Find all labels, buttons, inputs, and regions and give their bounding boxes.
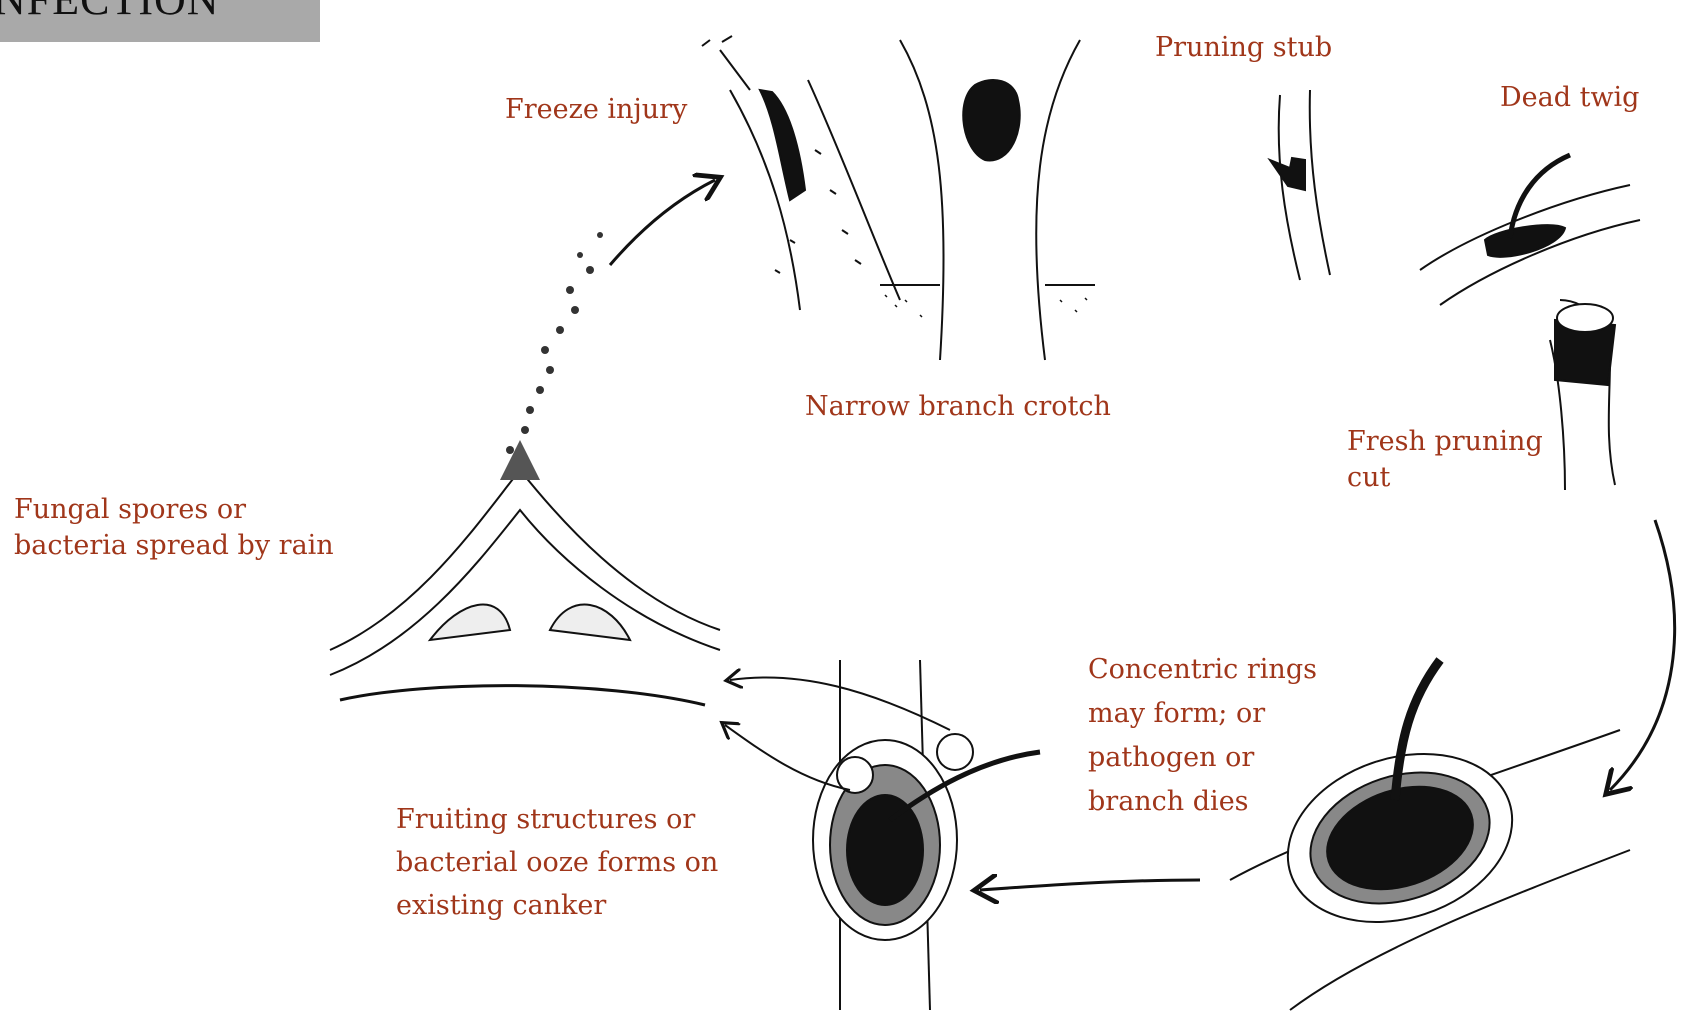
label-line: branch dies [1088,780,1317,824]
arrow-fresh-cut-to-canker [1610,520,1675,790]
pruning-stub-illustration [1270,90,1330,280]
label-narrow-branch-crotch: Narrow branch crotch [805,389,1111,425]
label-fruiting-structures: Fruiting structures or bacterial ooze fo… [396,798,718,927]
label-line: existing canker [396,884,718,927]
label-line: Fresh pruning [1347,424,1543,460]
label-line: may form; or [1088,692,1317,736]
dead-twig-illustration [1420,155,1640,305]
label-line: bacteria spread by rain [14,528,334,564]
label-fresh-pruning-cut: Fresh pruning cut [1347,424,1543,496]
arrow-canker-to-fruiting [980,880,1200,890]
spore-dispersal-illustration [330,232,720,705]
label-line: bacterial ooze forms on [396,841,718,884]
label-pruning-stub: Pruning stub [1155,30,1332,66]
fresh-pruning-cut-illustration [1550,300,1615,490]
label-freeze-injury: Freeze injury [505,92,687,128]
label-concentric-rings: Concentric rings may form; or pathogen o… [1088,648,1317,824]
label-line: cut [1347,460,1543,496]
label-fungal-spores: Fungal spores or bacteria spread by rain [14,492,334,564]
label-line: Fruiting structures or [396,798,718,841]
label-line: Fungal spores or [14,492,334,528]
label-dead-twig: Dead twig [1500,80,1639,116]
narrow-crotch-illustration [880,40,1095,360]
label-line: Concentric rings [1088,648,1317,692]
arrow-spores-to-freeze-injury [610,180,715,265]
fruiting-canker-illustration [813,660,1040,1010]
label-line: pathogen or [1088,736,1317,780]
freeze-injury-illustration [702,36,900,310]
